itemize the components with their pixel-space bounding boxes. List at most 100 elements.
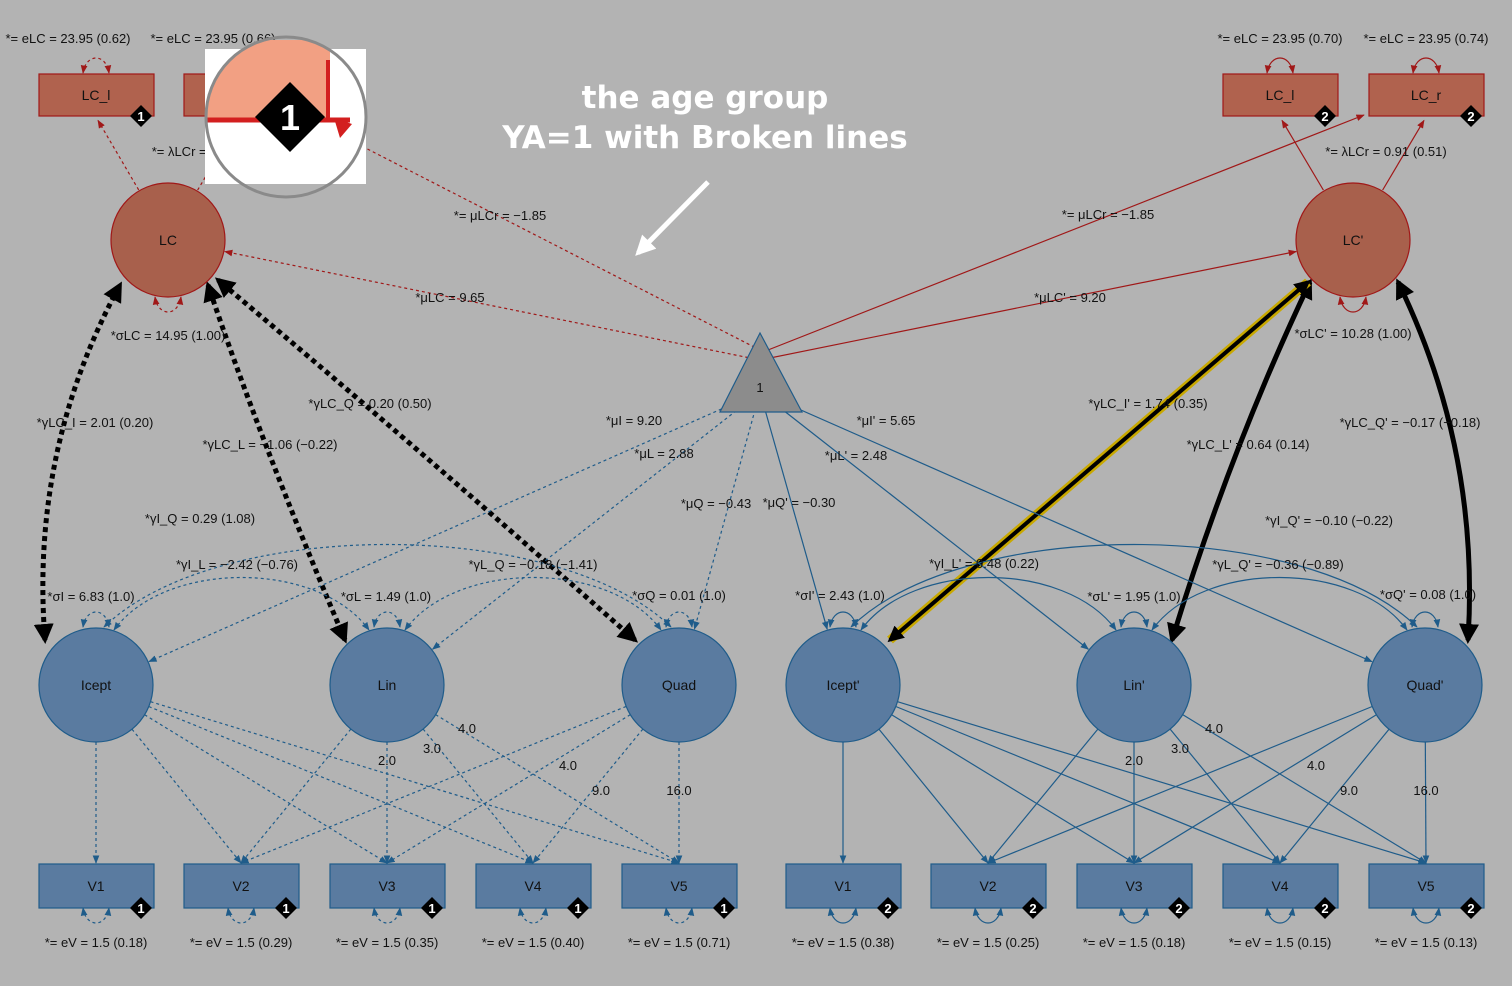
- g1-loading-path: [144, 714, 388, 864]
- g1-residual-variance-loop: [663, 907, 695, 924]
- g1-mean-label: *μL = 2.88: [634, 446, 693, 461]
- constant-triangle: [719, 331, 803, 413]
- g2-highlighted-covariance-path: [887, 279, 1311, 643]
- g2-group-badge-label: 2: [1467, 901, 1474, 916]
- g2-loading-path: [1182, 714, 1427, 864]
- g2-residual-variance-label: *= eV = 1.5 (0.15): [1229, 935, 1332, 950]
- g2-growth-latent-circle: [785, 627, 901, 743]
- g1-loading-path: [435, 714, 680, 864]
- annotation-line-2: YA=1 with Broken lines: [502, 120, 908, 156]
- g2-latent-variance-loop: [1118, 611, 1150, 628]
- g1-lc-covariance-label: *γLC_I = 2.01 (0.20): [37, 415, 154, 430]
- g1-mean-label: *μI = 9.20: [606, 413, 662, 428]
- g1-lin-loading-label: 4.0: [458, 721, 476, 736]
- g2-quad-loading-label: 9.0: [1340, 783, 1358, 798]
- g1-growth-covariance-label: *γI_Q = 0.29 (1.08): [145, 511, 255, 526]
- g1-growth-latent-circle: [621, 627, 737, 743]
- g2-observed-box: [1076, 863, 1193, 909]
- g1-growth-latent-name: Lin: [378, 677, 397, 693]
- g1-growth-latent-circle: [38, 627, 154, 743]
- g1-residual-variance-label: *= eV = 1.5 (0.40): [482, 935, 585, 950]
- g2-lc-growth-covariance-path: [1395, 278, 1479, 644]
- g2-group-badge-label: 2: [1175, 901, 1182, 916]
- g1-lc-covariance-label: *γLC_Q = 0.20 (0.50): [308, 396, 431, 411]
- g2-observed-name: V3: [1125, 878, 1142, 894]
- g2-mean-label: *μI' = 5.65: [857, 413, 916, 428]
- g1-observed-name: V3: [378, 878, 395, 894]
- g1-lc-loading-1: [97, 119, 140, 191]
- g2-growth-latent-name: Icept': [826, 677, 859, 693]
- g2-residual-variance-loop: [972, 907, 1004, 924]
- g1-residual-variance-loop: [80, 907, 112, 924]
- g2-loading-path: [987, 705, 1373, 864]
- g2-residual-variance-label: *= eV = 1.5 (0.38): [792, 935, 895, 950]
- g1-lc-indicator-variance-label: *= eLC = 23.95 (0.66): [150, 31, 275, 46]
- g1-lc-latent-circle: [110, 182, 226, 298]
- g2-mean-lc-label: *μLC' = 9.20: [1034, 290, 1106, 305]
- g1-observed-box: [475, 863, 592, 909]
- g2-residual-variance-loop: [1118, 907, 1150, 924]
- g1-group-badge-label: 1: [282, 901, 289, 916]
- g2-loading-path: [1133, 714, 1377, 864]
- g1-residual-variance-label: *= eV = 1.5 (0.18): [45, 935, 148, 950]
- g1-mean-label: *μQ = −0.43: [681, 496, 751, 511]
- g1-latent-variance-loop: [371, 611, 403, 628]
- g2-growth-latent-name: Quad': [1407, 677, 1444, 693]
- g2-residual-variance-label: *= eV = 1.5 (0.18): [1083, 935, 1186, 950]
- g1-mean-lc-path: [224, 249, 761, 361]
- g1-residual-variance-label: *= eV = 1.5 (0.71): [628, 935, 731, 950]
- g1-growth-latent-name: Icept: [81, 677, 111, 693]
- g1-residual-variance-loop: [371, 907, 403, 924]
- g2-lambda-label: *= λLCr = 0.91 (0.51): [1325, 144, 1446, 159]
- g1-mean-lcr-path: [300, 114, 761, 351]
- g2-group-badge-label: 2: [1029, 901, 1036, 916]
- g1-lc-growth-covariance-path: [214, 277, 638, 643]
- g1-observed-name: V1: [87, 878, 104, 894]
- g1-group-badge: [275, 897, 297, 919]
- g1-observed-box: [621, 863, 738, 909]
- g1-covariance-lin-quad: [404, 577, 662, 631]
- g1-loading-path: [240, 728, 352, 864]
- g1-lin-loading-label: 2.0: [378, 753, 396, 768]
- g1-loading-path: [150, 701, 680, 865]
- g2-mean-lc-path: [759, 249, 1297, 361]
- g1-lc-latent-name: LC: [159, 232, 177, 248]
- g2-group-badge: [1022, 897, 1044, 919]
- g2-loading-path: [1169, 728, 1281, 864]
- g2-growth-latent-circle: [1367, 627, 1483, 743]
- g1-lc-growth-covariance-path: [203, 281, 348, 644]
- g2-lc-variance-label: *σLC' = 10.28 (1.00): [1294, 326, 1411, 341]
- g1-observed-name: V2: [232, 878, 249, 894]
- g1-quad-loading-label: 4.0: [559, 758, 577, 773]
- g2-observed-box: [785, 863, 902, 909]
- g1-group-badge-label: 1: [720, 901, 727, 916]
- g1-group-badge-label: 1: [137, 901, 144, 916]
- g2-residual-variance-loop: [1264, 907, 1296, 924]
- g1-mean-lc-label: *μLC = 9.65: [415, 290, 484, 305]
- g1-lc-indicator-variance-label: *= eLC = 23.95 (0.62): [5, 31, 130, 46]
- g1-observed-box: [329, 863, 446, 909]
- g1-lc-growth-covariance-path: [33, 281, 123, 644]
- g2-mean-lcr-path: [767, 114, 1365, 351]
- g2-observed-name: V1: [834, 878, 851, 894]
- g2-loading-path: [897, 701, 1427, 865]
- magnifier-callout: 1: [204, 35, 368, 199]
- g2-loading-path: [987, 728, 1099, 864]
- g2-group-badge: [1168, 897, 1190, 919]
- g2-latent-variance-label: *σL' = 1.95 (1.0): [1087, 589, 1180, 604]
- g2-lin-loading-label: 4.0: [1205, 721, 1223, 736]
- g1-group-badge: [713, 897, 735, 919]
- g2-residual-variance-loop: [1410, 907, 1442, 924]
- g2-observed-name: V4: [1271, 878, 1288, 894]
- g2-quad-loading-label: 16.0: [1413, 783, 1438, 798]
- g2-lc-indicator-variance-loop: [1264, 57, 1296, 74]
- g2-group-badge-label: 2: [1321, 901, 1328, 916]
- g1-lc-variance-loop: [152, 296, 184, 313]
- g2-latent-variance-loop: [1409, 611, 1441, 628]
- g2-residual-variance-label: *= eV = 1.5 (0.25): [937, 935, 1040, 950]
- g2-observed-name: V2: [979, 878, 996, 894]
- g2-loading-path: [1279, 728, 1390, 864]
- g2-lc-loading-1: [1281, 119, 1324, 191]
- g2-latent-variance-label: *σQ' = 0.08 (1.0): [1380, 587, 1476, 602]
